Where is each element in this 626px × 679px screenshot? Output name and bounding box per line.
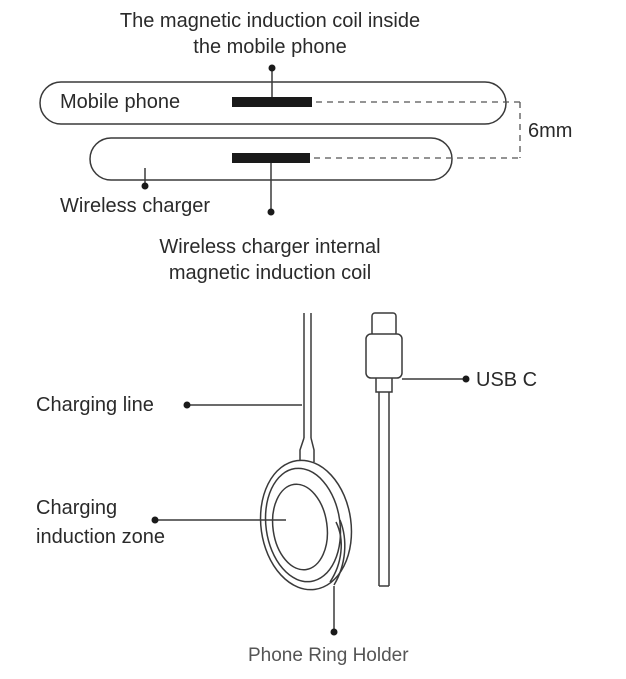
- usb-c-connector: [365, 312, 403, 587]
- charging-line-pointer-dot: [183, 401, 191, 409]
- induction-zone-label-line2: induction zone: [36, 526, 165, 548]
- charger-coil-label: Wireless charger internal magnetic induc…: [90, 234, 450, 286]
- phone-coil-label-line2: the mobile phone: [193, 36, 347, 58]
- charger-coil-pointer-dot: [267, 208, 275, 216]
- induction-zone-pointer-dot: [151, 516, 159, 524]
- phone-coil-label: The magnetic induction coil inside the m…: [60, 8, 480, 60]
- charger-coil-label-line2: magnetic induction coil: [168, 262, 372, 284]
- phone-coil-pointer-dot: [268, 64, 276, 72]
- charging-line-label: Charging line: [36, 394, 154, 416]
- ring-holder-pointer-dot: [330, 628, 338, 636]
- phone-coil-label-line1: The magnetic induction coil inside: [119, 10, 421, 32]
- charger-coil: [232, 153, 310, 163]
- gap-label: 6mm: [528, 120, 573, 142]
- ring-holder-label: Phone Ring Holder: [248, 645, 409, 666]
- wireless-charger-label: Wireless charger: [60, 195, 211, 217]
- phone-coil: [232, 97, 312, 107]
- induction-zone-label-line1: Charging: [36, 497, 118, 519]
- charger-pointer-dot: [141, 182, 149, 190]
- usb-c-label: USB C: [476, 369, 538, 391]
- charger-coil-label-line1: Wireless charger internal: [159, 236, 381, 258]
- usb-pointer-dot: [462, 375, 470, 383]
- charging-cable: [299, 313, 315, 462]
- induction-zone-label: Charging induction zone: [36, 495, 165, 550]
- charger-puck: [259, 459, 353, 591]
- mobile-phone-label: Mobile phone: [60, 91, 181, 113]
